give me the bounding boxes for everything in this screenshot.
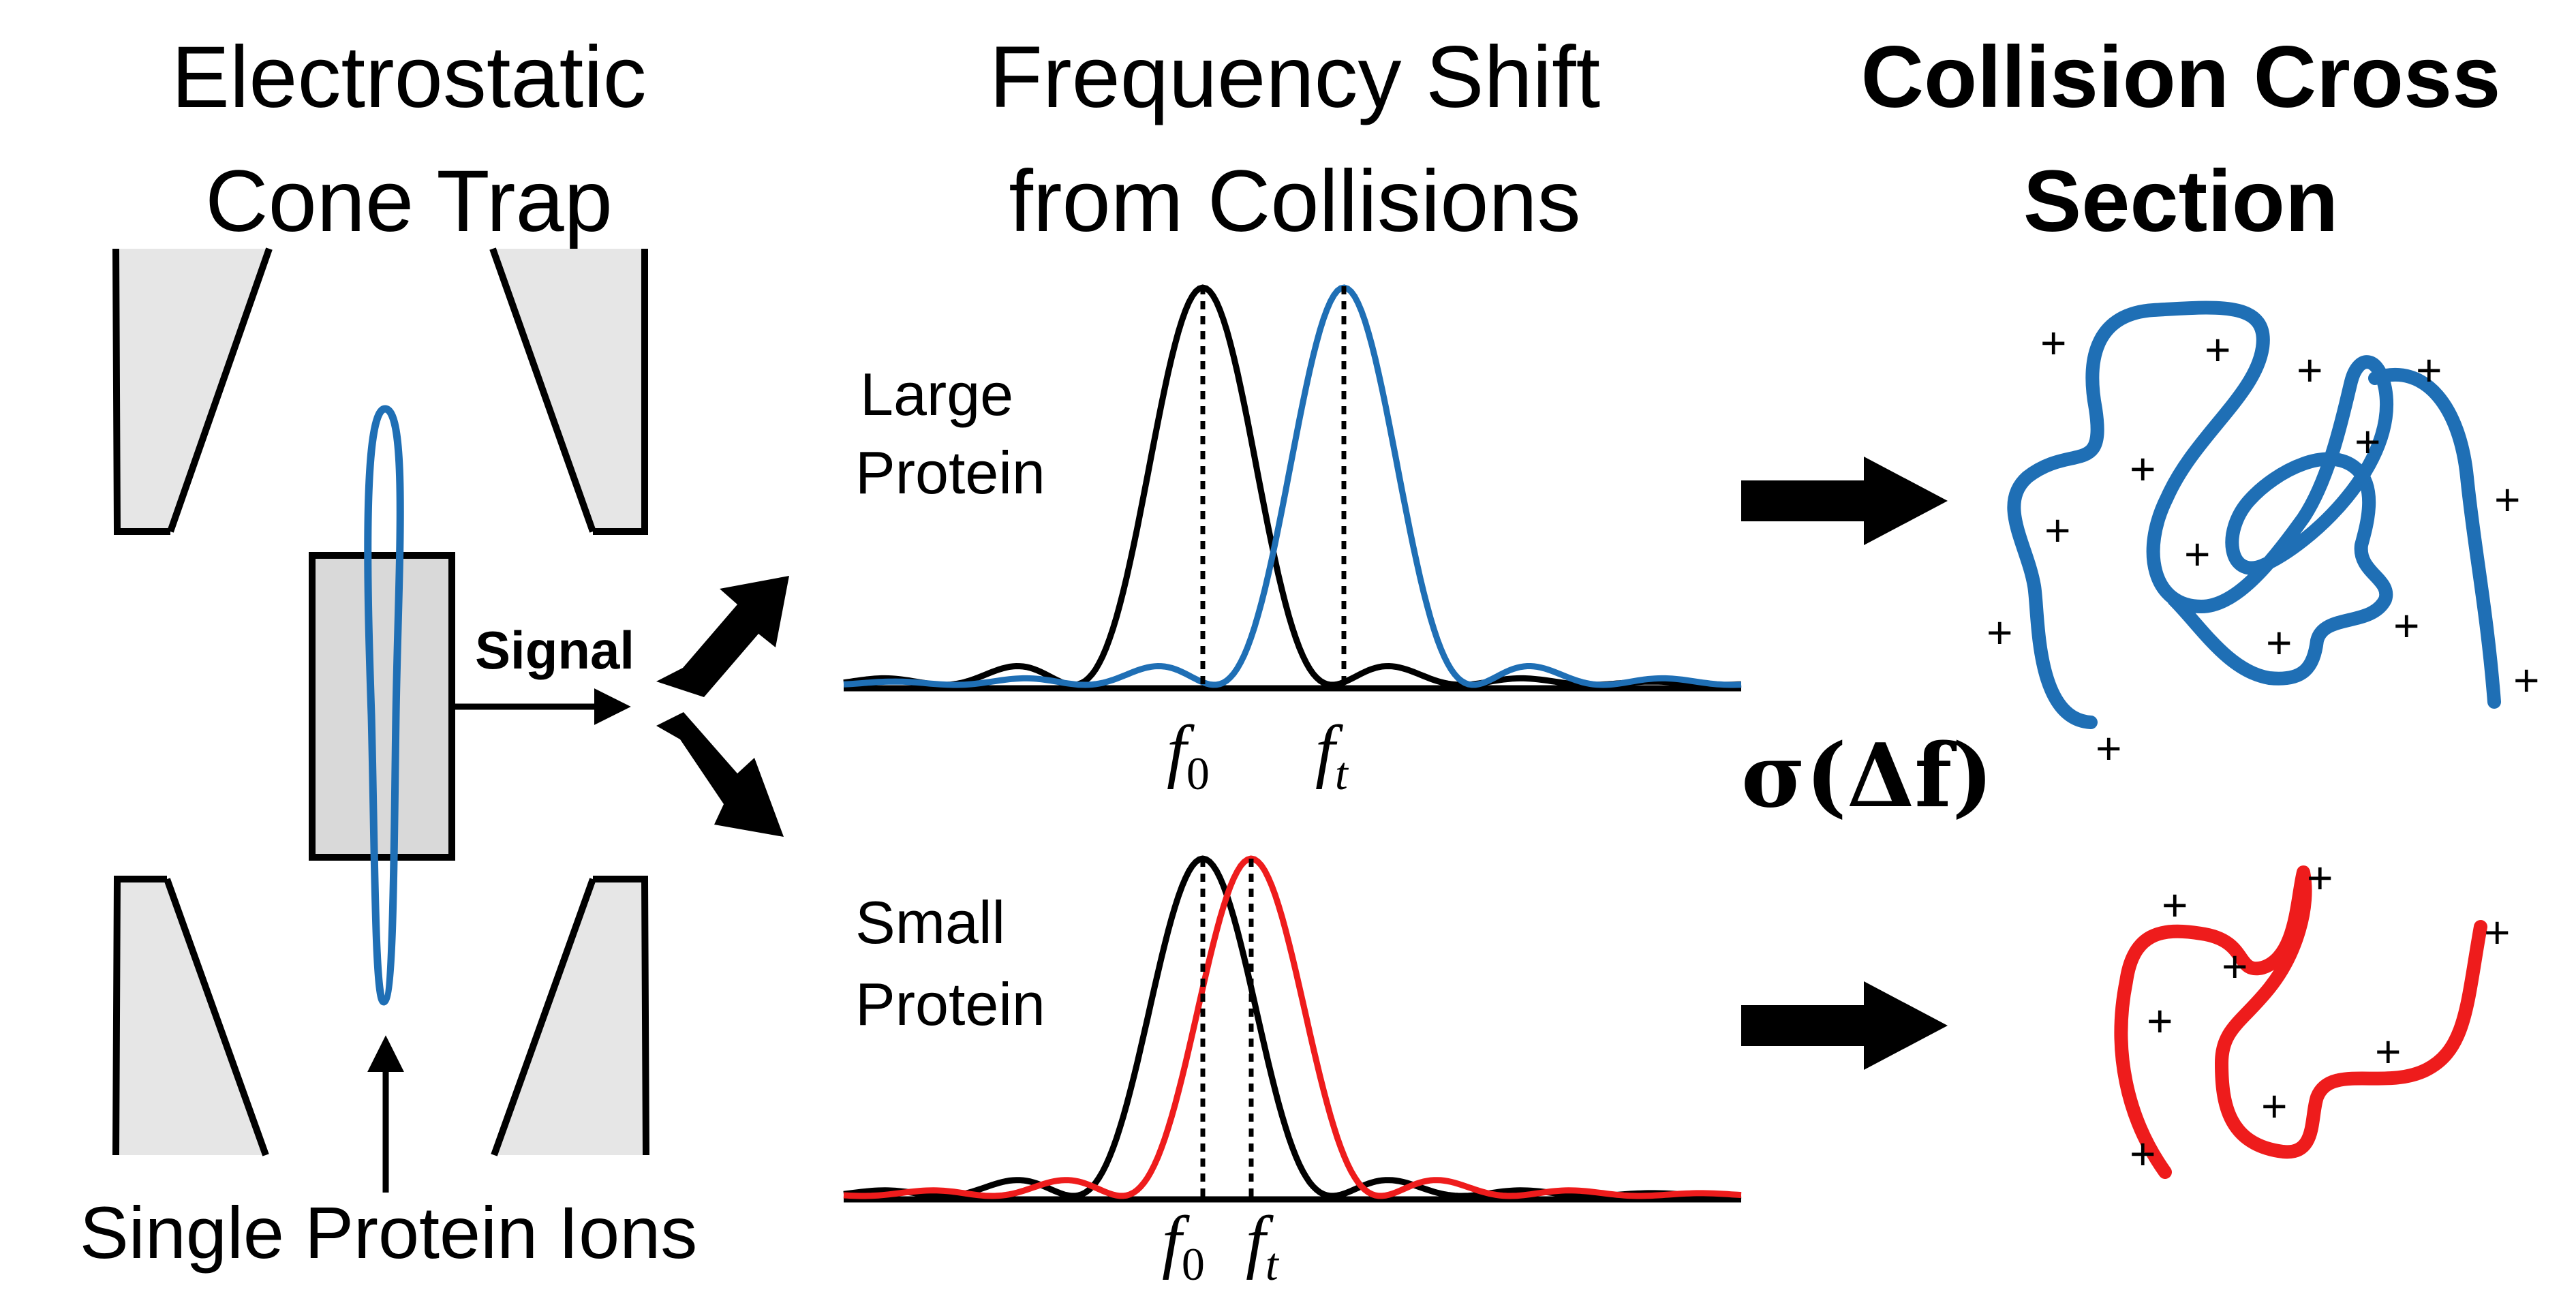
charge-plus: +: [2184, 529, 2211, 579]
charge-plus: +: [2044, 505, 2071, 555]
signal-label: Signal: [475, 620, 635, 680]
electrode-bottom-left: [116, 879, 266, 1155]
freq-title-line1: Frequency Shift: [989, 29, 1601, 126]
top-ft-base: f: [1315, 711, 1335, 790]
small-protein-label-line2: Protein: [855, 970, 1045, 1038]
charge-plus: +: [1987, 607, 2013, 658]
electrode-top-right: [493, 249, 646, 532]
small-protein-label-line1: Small: [855, 889, 1006, 956]
bottom-red-peak: [843, 855, 1742, 1199]
split-arrow-up: [656, 576, 789, 697]
charge-plus: +: [2040, 318, 2067, 368]
charge-plus: +: [2130, 444, 2156, 494]
result-arrow-bottom: [1741, 981, 1948, 1070]
ccs-title-line1: Collision Cross: [1860, 29, 2501, 126]
charge-plus: +: [2130, 1128, 2156, 1179]
top-ft-sub: t: [1334, 747, 1348, 799]
protein-ions-label: Single Protein Ions: [79, 1191, 698, 1274]
top-spectrum: [843, 284, 1742, 692]
charge-plus: +: [2307, 853, 2333, 903]
electrode-bottom-right: [494, 879, 646, 1155]
charge-plus: +: [2355, 416, 2381, 467]
ion-trajectory: [364, 405, 404, 1006]
split-arrows: [656, 576, 789, 837]
bottom-ft-sub: t: [1265, 1238, 1278, 1290]
charge-plus: +: [2162, 880, 2188, 930]
bottom-black-peak: [843, 855, 1742, 1199]
charge-plus: +: [2205, 324, 2231, 375]
charge-plus: +: [2513, 655, 2540, 705]
bottom-f0-base: f: [1162, 1202, 1182, 1280]
top-f0-sub: 0: [1186, 747, 1210, 799]
electrode-top-left: [116, 249, 271, 532]
charge-plus: +: [2375, 1026, 2402, 1077]
charge-plus: +: [2261, 1081, 2288, 1131]
top-f0-base: f: [1167, 711, 1186, 790]
detector-cylinder: [309, 552, 455, 861]
charge-plus: +: [2416, 345, 2442, 395]
result-arrow-top: [1741, 457, 1948, 545]
ccs-formula: σ(Δf): [1741, 725, 1993, 827]
small-protein-chain: [2114, 865, 2487, 1179]
bottom-f0-sub: 0: [1181, 1238, 1205, 1290]
charge-plus: +: [2494, 474, 2521, 525]
large-protein-label-line1: Large: [860, 360, 1014, 428]
bottom-f0-label: f0: [1162, 1206, 1205, 1287]
bottom-ft-label: ft: [1246, 1206, 1278, 1287]
charge-plus: +: [2266, 617, 2293, 668]
ccs-title-line2: Section: [2023, 153, 2339, 250]
large-protein-chain: [2007, 301, 2501, 729]
charge-plus: +: [2147, 996, 2173, 1046]
trap-title-line2: Cone Trap: [205, 153, 613, 250]
charge-plus: +: [2222, 941, 2248, 992]
charge-plus: +: [2484, 907, 2511, 957]
split-arrow-down: [656, 712, 784, 837]
cone-trap: [112, 247, 649, 1156]
top-ft-label: ft: [1315, 716, 1348, 797]
bottom-ft-base: f: [1246, 1202, 1266, 1280]
top-f0-label: f0: [1167, 716, 1210, 797]
freq-title-line2: from Collisions: [1009, 153, 1581, 250]
top-blue-peak: [843, 284, 1742, 688]
large-protein-label-line2: Protein: [855, 439, 1045, 506]
charge-plus: +: [2297, 345, 2323, 395]
charge-plus: +: [2096, 723, 2122, 773]
trap-title-line1: Electrostatic: [171, 29, 647, 126]
bottom-spectrum: [843, 855, 1742, 1203]
charge-plus: +: [2393, 600, 2420, 651]
